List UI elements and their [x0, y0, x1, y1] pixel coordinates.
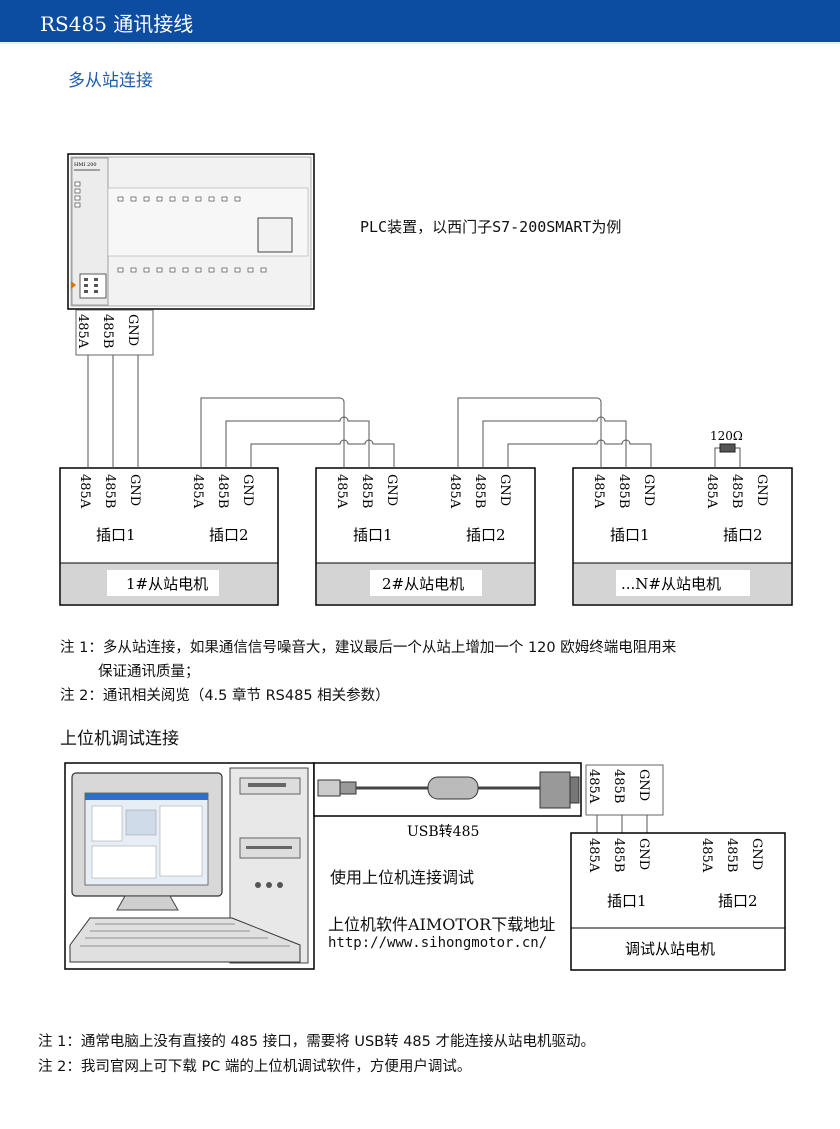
- slave-motor-n: [572, 467, 793, 606]
- page-header: RS485 通讯接线: [0, 0, 840, 44]
- note-1-line2: 保证通讯质量；: [98, 664, 200, 680]
- plc-pin-485b: 485B: [100, 314, 115, 348]
- note-1-line1: 注 1：多从站连接，如果通信信号噪音大，建议最后一个从站上增加一个 120 欧姆…: [60, 640, 677, 656]
- m1-p1-gnd: GND: [127, 474, 142, 506]
- converter-terminal: 485A 485B GND: [585, 764, 664, 816]
- plc-pin-gnd: GND: [125, 314, 140, 346]
- m1-p2-485b: 485B: [215, 474, 230, 508]
- plc-caption: PLC装置，以西门子S7-200SMART为例: [360, 218, 622, 236]
- dbg-p1-485b: 485B: [611, 838, 626, 872]
- wires: [87, 355, 741, 468]
- m1-port2-label: 插口2: [209, 526, 249, 544]
- note2-1: 注 1：通常电脑上没有直接的 485 接口，需要将 USB转 485 才能连接从…: [38, 1034, 595, 1050]
- computer-panel: [64, 762, 315, 970]
- debug-line2: 上位机软件AIMOTOR下载地址: [328, 915, 556, 934]
- dbg-p1-485a: 485A: [586, 838, 601, 873]
- m1-port1-label: 插口1: [96, 526, 136, 544]
- plc-pin-485a: 485A: [75, 314, 90, 349]
- m2-p2-gnd: GND: [497, 474, 512, 506]
- m1-p2-485a: 485A: [190, 474, 205, 509]
- debug-motor-name: 调试从站电机: [625, 940, 715, 958]
- mn-p2-gnd: GND: [754, 474, 769, 506]
- m2-p1-485b: 485B: [359, 474, 374, 508]
- debug-slave-motor: [570, 832, 786, 971]
- m1-p2-gnd: GND: [240, 474, 255, 506]
- slave-motor-2: [315, 467, 536, 606]
- resistor-label: 120Ω: [710, 429, 743, 443]
- dbg-p2-485b: 485B: [724, 838, 739, 872]
- debug-line1: 使用上位机连接调试: [330, 868, 475, 887]
- dbg-port2-label: 插口2: [718, 892, 758, 910]
- mn-p1-gnd: GND: [641, 474, 656, 506]
- m2-port2-label: 插口2: [466, 526, 506, 544]
- mn-p1-485a: 485A: [591, 474, 606, 509]
- slave-motor-1: [59, 467, 279, 606]
- conv-pin-485b: 485B: [611, 769, 626, 803]
- m2-p2-485b: 485B: [472, 474, 487, 508]
- plc-terminal-block: 485A 485B GND: [75, 309, 154, 356]
- usb-485-label: USB转485: [407, 824, 479, 840]
- mn-port1-label: 插口1: [610, 526, 650, 544]
- m2-port1-label: 插口1: [353, 526, 393, 544]
- conv-pin-gnd: GND: [636, 769, 651, 801]
- m2-p1-485a: 485A: [334, 474, 349, 509]
- mn-port2-label: 插口2: [723, 526, 763, 544]
- section-title-multi-slave: 多从站连接: [68, 71, 153, 91]
- motor-n-name: ...N#从站电机: [621, 575, 721, 593]
- dbg-p2-gnd: GND: [749, 838, 764, 870]
- m2-p1-gnd: GND: [384, 474, 399, 506]
- note2-2: 注 2：我司官网上可下载 PC 端的上位机调试软件，方便用户调试。: [38, 1059, 472, 1075]
- dbg-p2-485a: 485A: [699, 838, 714, 873]
- dbg-p1-gnd: GND: [636, 838, 651, 870]
- m1-p1-485b: 485B: [102, 474, 117, 508]
- m2-p2-485a: 485A: [447, 474, 462, 509]
- motor-2-name: 2#从站电机: [382, 575, 464, 593]
- motor-1-name: 1#从站电机: [126, 575, 208, 593]
- section-title-debug: 上位机调试连接: [60, 729, 179, 749]
- m1-p1-485a: 485A: [77, 474, 92, 509]
- terminating-resistor: 120Ω: [710, 429, 743, 453]
- plc-brand: HMI 200: [74, 162, 97, 168]
- mn-p2-485a: 485A: [704, 474, 719, 509]
- usb-485-converter: [313, 762, 582, 817]
- conv-pin-485a: 485A: [586, 769, 601, 804]
- plc-device: HMI 200: [67, 153, 315, 310]
- mn-p1-485b: 485B: [616, 474, 631, 508]
- download-url[interactable]: http://www.sihongmotor.cn/: [328, 935, 548, 951]
- mn-p2-485b: 485B: [729, 474, 744, 508]
- dbg-port1-label: 插口1: [607, 892, 647, 910]
- note-2: 注 2：通讯相关阅览（4.5 章节 RS485 相关参数）: [60, 688, 390, 704]
- page-title: RS485 通讯接线: [40, 12, 194, 36]
